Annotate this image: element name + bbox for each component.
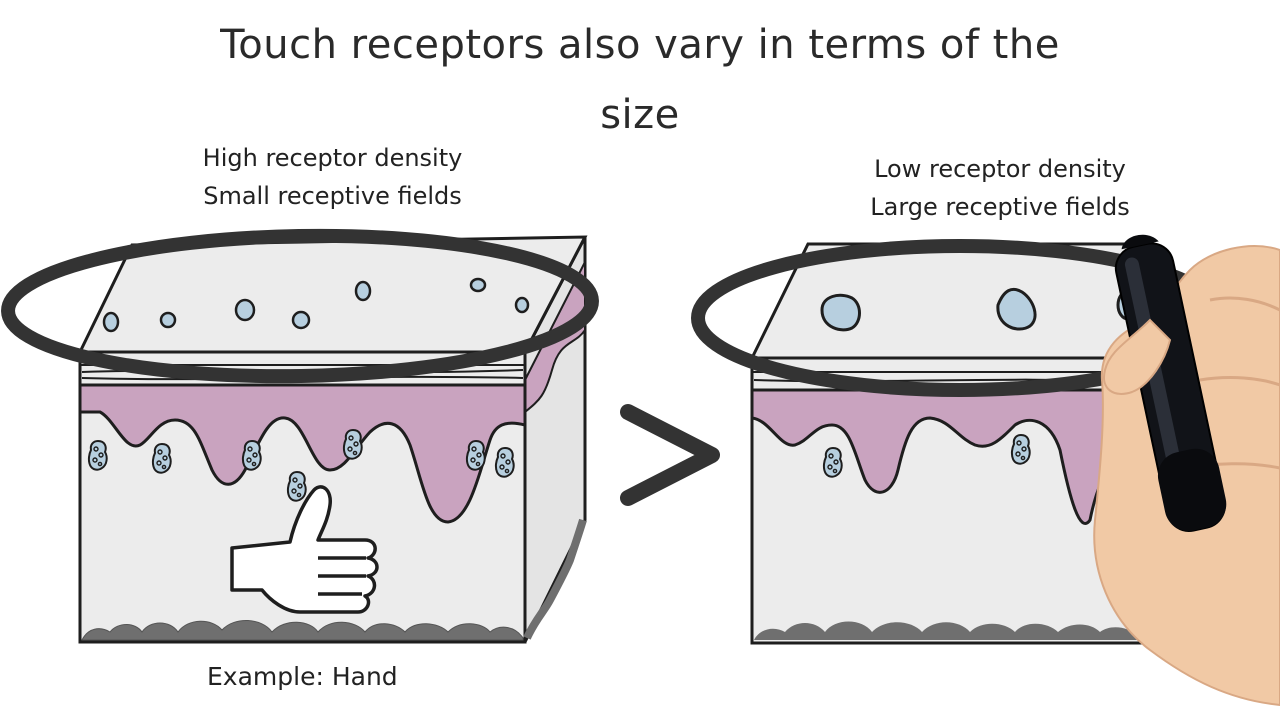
left-subcutaneous: [81, 620, 524, 641]
right-caption: Low receptor density Large receptive fie…: [850, 150, 1150, 226]
left-skin-block: [1, 228, 599, 644]
right-caption-fields: Large receptive fields: [870, 193, 1130, 221]
left-caption: High receptor density Small receptive fi…: [170, 139, 495, 215]
example-label: Example: Hand: [207, 662, 398, 691]
chevron-right-icon: [620, 404, 720, 506]
title-line-2: size: [600, 92, 680, 138]
left-dermis: [78, 383, 527, 524]
thumbs-up-icon: [230, 485, 379, 614]
right-subcutaneous: [754, 621, 1140, 640]
left-caption-density: High receptor density: [202, 144, 463, 172]
right-caption-density: Low receptor density: [874, 155, 1126, 183]
left-caption-fields: Small receptive fields: [203, 182, 462, 210]
left-surface-receptors: [102, 277, 530, 333]
right-skin-block: [691, 239, 1229, 645]
left-block-top: [77, 235, 588, 354]
title-line-1: Touch receptors also vary in terms of th…: [220, 22, 1060, 68]
right-dermis: [750, 388, 1152, 525]
hand-with-marker: [1093, 234, 1280, 707]
left-highlight-circle: [1, 228, 599, 384]
